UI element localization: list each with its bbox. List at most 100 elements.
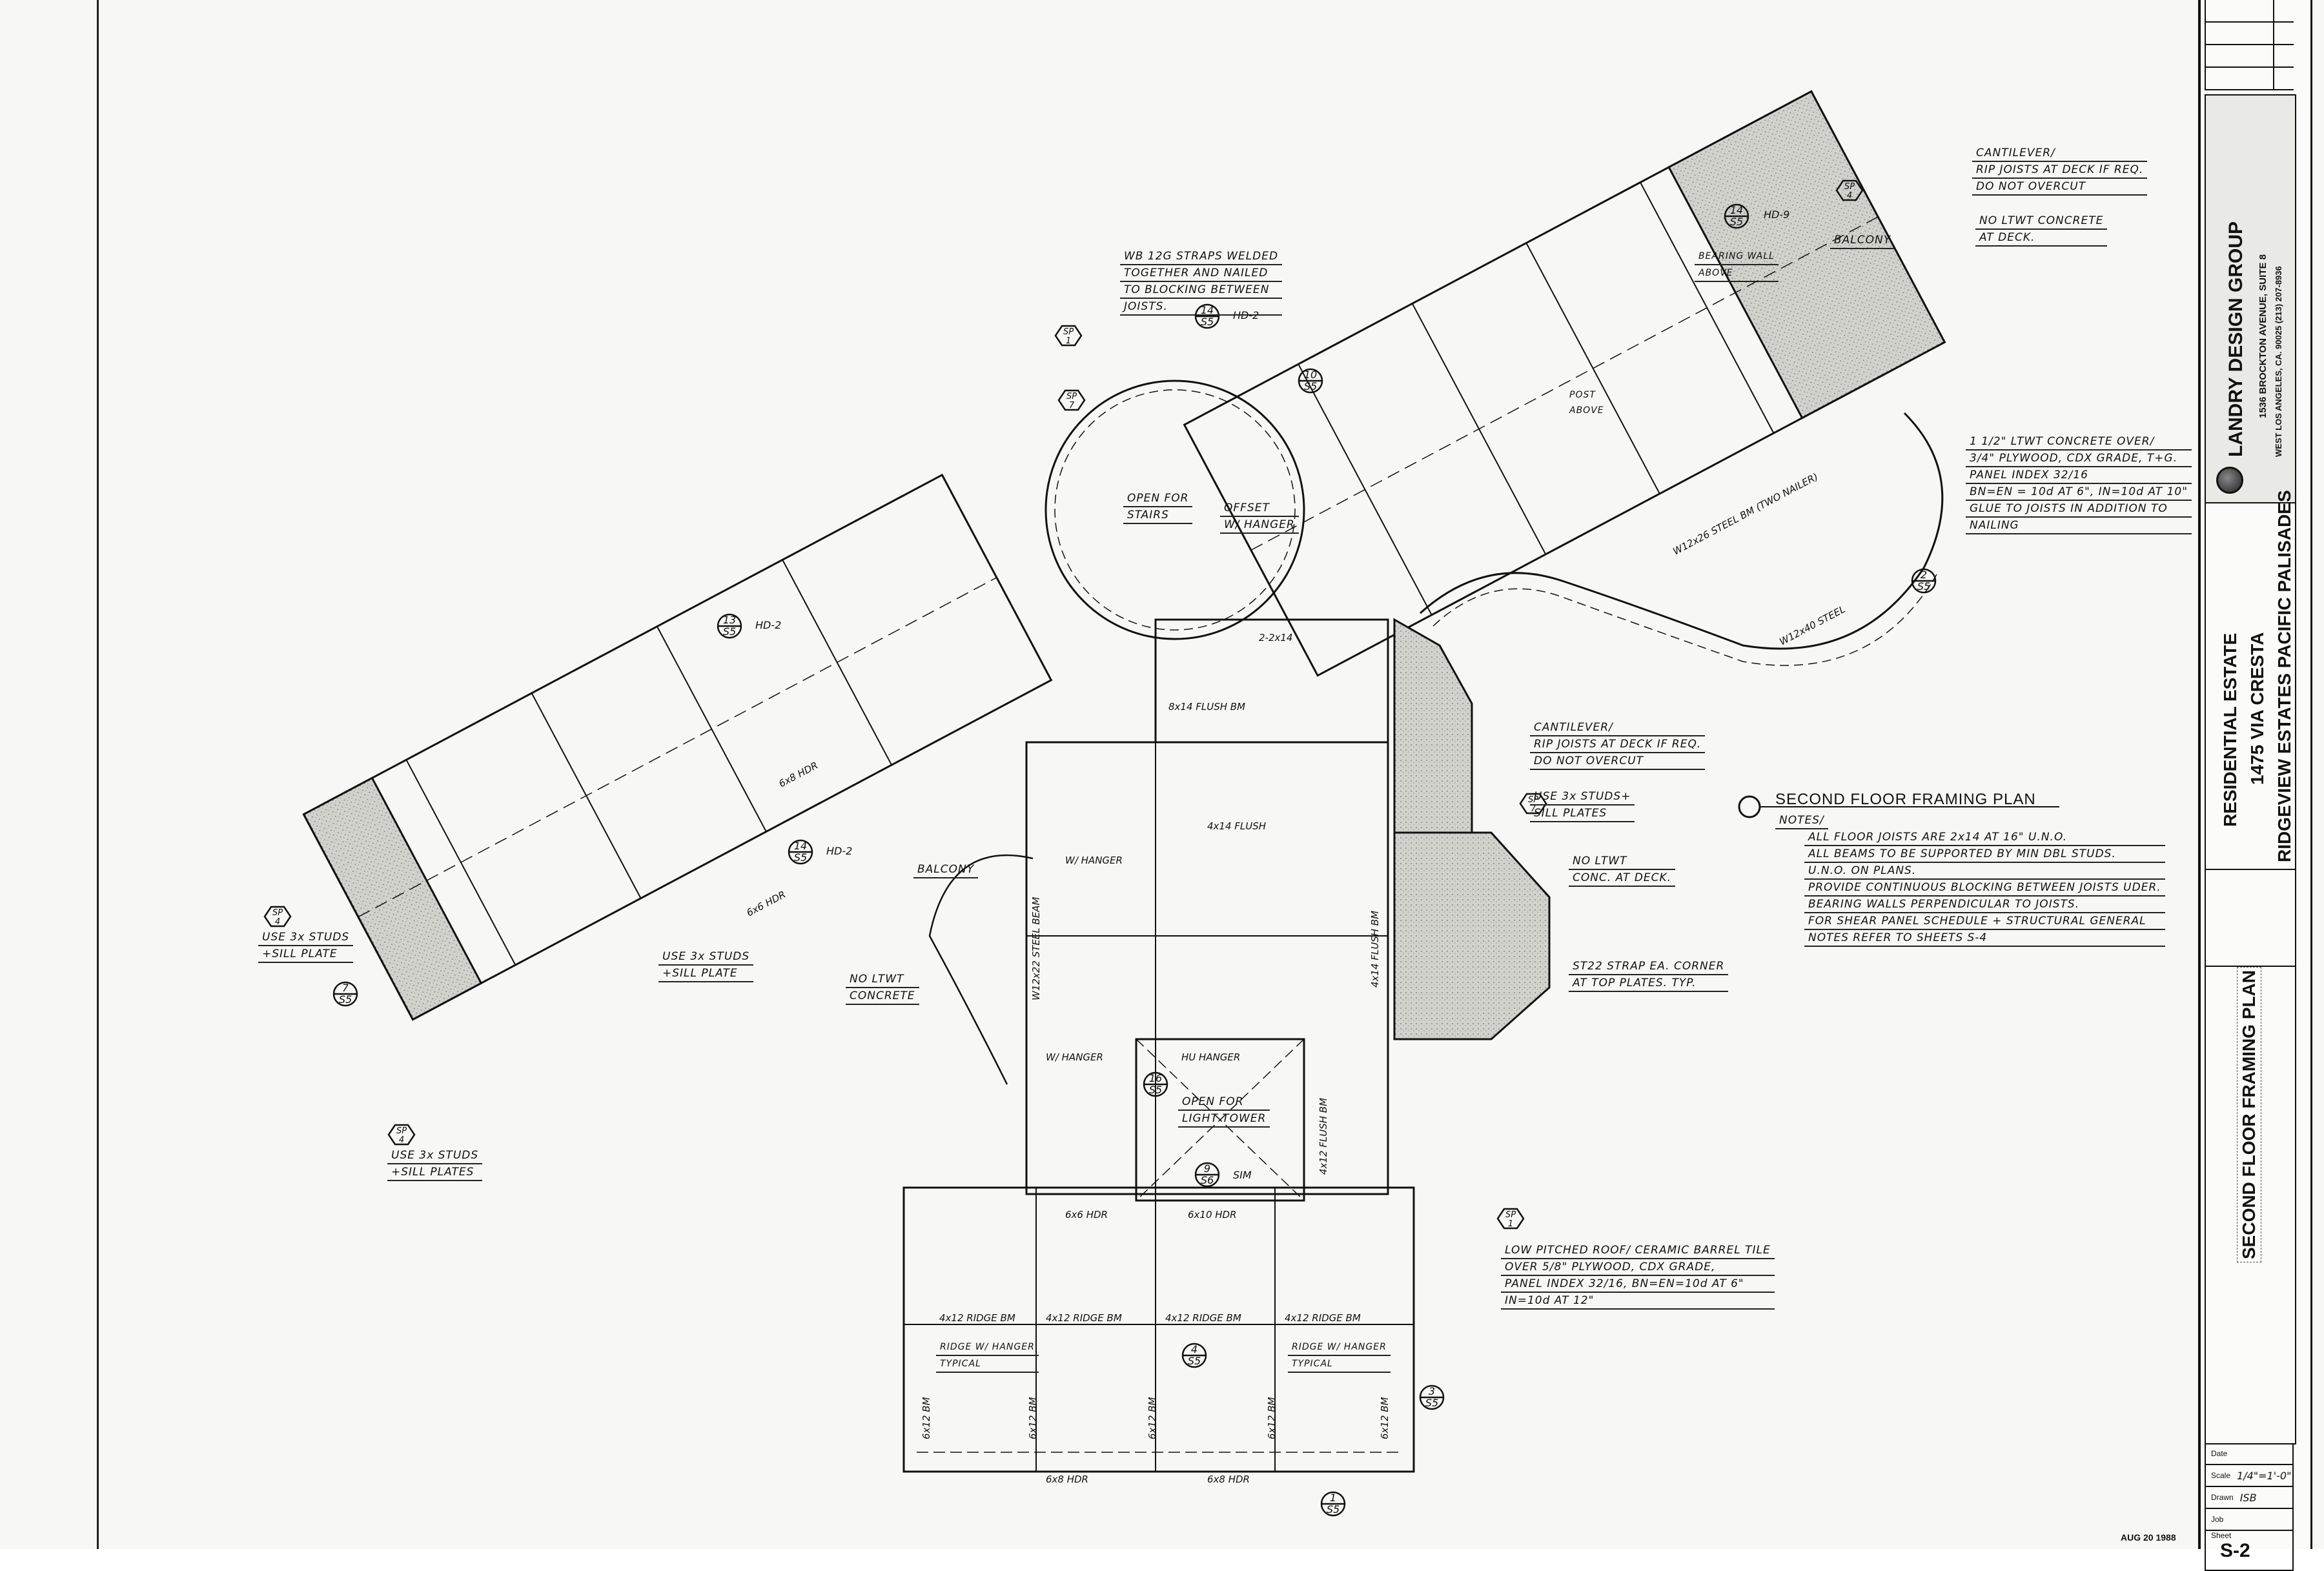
svg-text:10: 10 bbox=[1304, 369, 1317, 381]
callout-no-ltwt-concrete: NO LTWT CONCRETE bbox=[846, 971, 919, 1005]
callout-no-ltwt-conc-deck: NO LTWT CONC. AT DECK. bbox=[1569, 853, 1676, 887]
svg-text:13: 13 bbox=[723, 614, 736, 626]
sheet-border bbox=[97, 0, 99, 1549]
svg-text:7: 7 bbox=[342, 982, 349, 994]
svg-text:3: 3 bbox=[1429, 1385, 1435, 1397]
project-line-3: RIDGEVIEW ESTATES PACIFIC PALISADES bbox=[2274, 490, 2294, 862]
svg-text:8x14 FLUSH BM: 8x14 FLUSH BM bbox=[1168, 701, 1245, 713]
svg-text:6x8 HDR: 6x8 HDR bbox=[777, 760, 820, 790]
callout-use-studs-mid: USE 3x STUDS +SILL PLATE bbox=[658, 949, 754, 982]
svg-text:HD-2: HD-2 bbox=[755, 619, 781, 631]
svg-text:SP: SP bbox=[272, 908, 283, 918]
svg-text:S5: S5 bbox=[339, 993, 352, 1006]
blank-box bbox=[2205, 869, 2296, 967]
callout-cantilever-mid: CANTILEVER/ RIP JOISTS AT DECK IF REQ. D… bbox=[1530, 720, 1706, 770]
label-ridge-hanger-left: RIDGE W/ HANGER TYPICAL bbox=[936, 1339, 1039, 1373]
svg-text:7: 7 bbox=[1069, 401, 1075, 410]
svg-text:2: 2 bbox=[1921, 569, 1927, 581]
callout-wb-straps: WB 12G STRAPS WELDED TOGETHER AND NAILED… bbox=[1120, 248, 1283, 316]
detail-bubbles bbox=[332, 203, 1937, 1517]
svg-text:S5: S5 bbox=[1327, 1503, 1340, 1515]
svg-text:W12x22 STEEL BEAM: W12x22 STEEL BEAM bbox=[1030, 897, 1042, 1000]
svg-text:4: 4 bbox=[1191, 1343, 1198, 1355]
svg-text:4x14 FLUSH BM: 4x14 FLUSH BM bbox=[1369, 911, 1381, 988]
svg-text:4x12 RIDGE BM: 4x12 RIDGE BM bbox=[1046, 1312, 1122, 1324]
svg-text:SP: SP bbox=[1844, 182, 1855, 192]
callout-use-studs-left-bottom: USE 3x STUDS +SILL PLATES bbox=[387, 1148, 483, 1181]
svg-text:SIM: SIM bbox=[1233, 1169, 1252, 1181]
label-bearing-wall-above: BEARING WALL ABOVE bbox=[1695, 248, 1779, 282]
project-line-1: RESIDENTIAL ESTATE bbox=[2220, 633, 2240, 827]
svg-text:7: 7 bbox=[1531, 804, 1536, 814]
label-ridge-hanger-right: RIDGE W/ HANGER TYPICAL bbox=[1288, 1339, 1391, 1373]
label-open-for-light-tower: OPEN FOR LIGHT TOWER bbox=[1178, 1094, 1270, 1128]
svg-text:S5: S5 bbox=[1201, 316, 1214, 328]
firm-address-1: 1536 BROCKTON AVENUE, SUITE 8 bbox=[2258, 254, 2268, 418]
svg-text:W/ HANGER: W/ HANGER bbox=[1046, 1051, 1103, 1063]
svg-text:S5: S5 bbox=[1425, 1397, 1438, 1409]
stair-opening bbox=[1045, 380, 1305, 640]
left-wing bbox=[302, 473, 1053, 1021]
svg-text:6x6 HDR: 6x6 HDR bbox=[1065, 1209, 1108, 1221]
callout-use-studs-left-top: USE 3x STUDS +SILL PLATE bbox=[258, 929, 354, 963]
svg-text:14: 14 bbox=[794, 840, 807, 852]
svg-text:SP: SP bbox=[1505, 1210, 1516, 1220]
sheet-title: SECOND FLOOR FRAMING PLAN bbox=[2237, 967, 2261, 1262]
svg-text:S5: S5 bbox=[1730, 216, 1743, 228]
svg-text:S5: S5 bbox=[1304, 380, 1317, 392]
svg-text:HD-2: HD-2 bbox=[826, 845, 852, 857]
svg-text:HD-9: HD-9 bbox=[1764, 208, 1789, 221]
svg-text:9: 9 bbox=[1204, 1162, 1210, 1175]
roof-block bbox=[902, 1186, 1415, 1473]
plan-title-block: SECOND FLOOR FRAMING PLAN NOTES/ ALL FLO… bbox=[1775, 791, 2165, 947]
svg-text:6x12 BM: 6x12 BM bbox=[1147, 1397, 1158, 1439]
svg-text:6x10 HDR: 6x10 HDR bbox=[1188, 1209, 1237, 1221]
revision-table bbox=[2205, 0, 2294, 90]
callout-cantilever-top: CANTILEVER/ RIP JOISTS AT DECK IF REQ. D… bbox=[1972, 145, 2148, 196]
svg-text:4x12 RIDGE BM: 4x12 RIDGE BM bbox=[1165, 1312, 1241, 1324]
svg-text:S5: S5 bbox=[1917, 580, 1930, 593]
title-block: LANDRY DESIGN GROUP 1536 BROCKTON AVENUE… bbox=[2198, 0, 2312, 1571]
svg-text:6x12 BM: 6x12 BM bbox=[921, 1397, 932, 1439]
callout-roof: LOW PITCHED ROOF/ CERAMIC BARREL TILE OV… bbox=[1501, 1242, 1775, 1310]
callout-use-studs-sill: USE 3x STUDS+ SILL PLATES bbox=[1530, 789, 1635, 822]
svg-text:SP: SP bbox=[1063, 327, 1074, 337]
callout-ltwt-concrete: 1 1/2" LTWT CONCRETE OVER/ 3/4" PLYWOOD,… bbox=[1966, 434, 2192, 534]
svg-text:W12x26 STEEL BM (TWO NAILER): W12x26 STEEL BM (TWO NAILER) bbox=[1671, 471, 1820, 557]
firm-address-2: WEST LOS ANGELES, CA. 90025 (213) 207-89… bbox=[2274, 266, 2283, 457]
svg-text:2-2x14: 2-2x14 bbox=[1259, 632, 1292, 644]
label-open-for-stairs: OPEN FOR STAIRS bbox=[1123, 491, 1193, 524]
label-offset-hanger: OFFSET W/ HANGER bbox=[1220, 500, 1299, 534]
svg-text:6x8 HDR: 6x8 HDR bbox=[1207, 1474, 1250, 1485]
svg-text:6x12 BM: 6x12 BM bbox=[1266, 1397, 1278, 1439]
svg-text:1: 1 bbox=[1508, 1219, 1513, 1229]
svg-text:W12x40 STEEL: W12x40 STEEL bbox=[1777, 603, 1847, 648]
callout-no-ltwt-deck-top: NO LTWT CONCRETE AT DECK. bbox=[1975, 213, 2108, 247]
field-date: Date bbox=[2205, 1443, 2294, 1465]
project-line-2: 1475 VIA CRESTA bbox=[2247, 632, 2267, 785]
svg-text:1: 1 bbox=[1066, 336, 1071, 346]
shear-panel-tags bbox=[263, 179, 1864, 1230]
svg-text:4x12 FLUSH BM: 4x12 FLUSH BM bbox=[1318, 1098, 1329, 1175]
sheet-title-box: SECOND FLOOR FRAMING PLAN bbox=[2205, 966, 2296, 1444]
svg-text:6x8 HDR: 6x8 HDR bbox=[1046, 1474, 1088, 1485]
field-sheet: Sheet S-2 bbox=[2205, 1531, 2294, 1571]
svg-text:4x12 RIDGE BM: 4x12 RIDGE BM bbox=[939, 1312, 1015, 1324]
svg-text:S5: S5 bbox=[1188, 1355, 1201, 1367]
svg-text:SP: SP bbox=[1066, 392, 1077, 401]
svg-text:W/ HANGER: W/ HANGER bbox=[1065, 855, 1123, 866]
svg-text:6x12 BM: 6x12 BM bbox=[1027, 1397, 1039, 1439]
svg-text:S5: S5 bbox=[1149, 1084, 1162, 1096]
callout-st22-strap: ST22 STRAP EA. CORNER AT TOP PLATES. TYP… bbox=[1569, 958, 1729, 992]
svg-text:4x12 RIDGE BM: 4x12 RIDGE BM bbox=[1285, 1312, 1361, 1324]
svg-text:14: 14 bbox=[1201, 304, 1214, 316]
svg-text:6x12 BM: 6x12 BM bbox=[1379, 1397, 1391, 1439]
svg-text:S5: S5 bbox=[723, 625, 736, 638]
plan-title: SECOND FLOOR FRAMING PLAN bbox=[1775, 791, 2036, 808]
field-job: Job bbox=[2205, 1509, 2294, 1531]
